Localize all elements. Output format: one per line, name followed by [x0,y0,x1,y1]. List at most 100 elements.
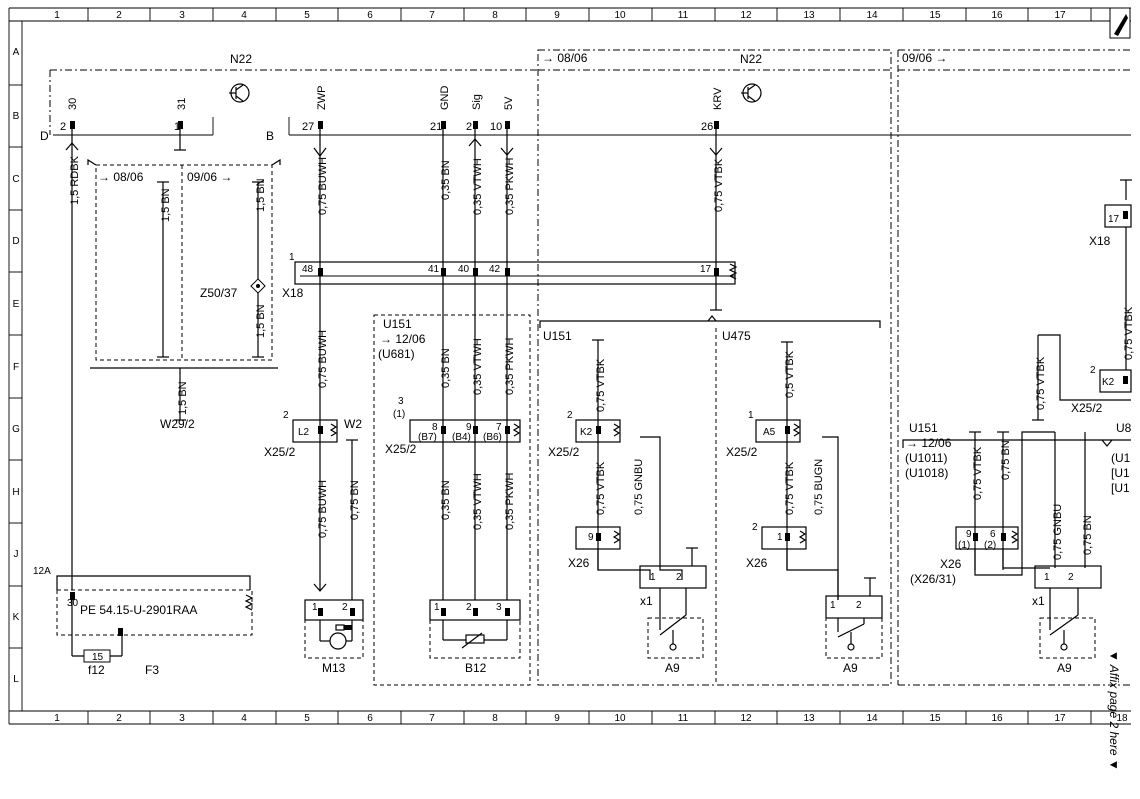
wire-label: 0,5 VTBK [784,350,796,398]
conn-pin: 2 [283,410,289,421]
pin-number: 21 [430,121,442,133]
right-u1b: [U1 [1111,466,1130,480]
w2-ground-label: W2 [344,417,362,431]
variant-0906-top: 09/06 → [902,51,947,65]
pin-label: 30 [67,98,79,110]
x18-pin: 48 [302,264,314,275]
x25-2-label: X25/2 [726,445,758,459]
conn-pin: 9 [588,532,594,543]
ground-w292: W29/2 [160,417,195,431]
col-label: 12 [740,10,752,21]
x18-pin: 1 [289,252,295,263]
module-n22-label: N22 [230,52,252,66]
right-u1011: (U1011) [905,451,947,465]
x1-pin: 1 [650,572,656,583]
pin-number: 1 [174,121,180,133]
pin-label: KRV [712,87,724,110]
pin-label: 31 [176,98,188,110]
b12-sensor [429,599,521,659]
col-label: 4 [241,713,247,724]
wire-label: 0,75 VTBK [784,461,796,515]
pin-label: 5V [503,96,515,110]
fuse-rating: 15 [92,652,104,663]
wire-label: 1,5 BN [255,304,267,338]
col-label: 11 [678,713,689,724]
wire-label: 0,35 PKWH [504,472,516,530]
conn-pin: (B6) [483,432,502,443]
col-label: 2 [116,713,122,724]
u475-section-title: U475 [722,329,751,343]
u151-title: U151 [383,317,412,331]
x1-pin: 1 [830,600,836,611]
x1-pin: 2 [856,600,862,611]
col-label: 14 [866,713,878,724]
col-label: 15 [929,713,941,724]
conn-pin: (1) [958,540,970,551]
x18-pin: 40 [458,264,470,275]
wire-label: 0,75 VTBK [1035,356,1047,410]
wire-label: 0,35 PKWH [504,157,516,215]
col-label: 15 [929,10,941,21]
x18-label: X18 [282,286,304,300]
conn-pin: (B7) [418,432,437,443]
right-u8: U8 [1116,421,1132,435]
wire-label: 0,75 VTBK [713,158,725,212]
conn-pin: 7 [496,422,502,433]
col-label: 16 [991,10,1003,21]
x26-label: X26 [746,556,768,570]
b12-pin: 3 [496,602,502,613]
n22-pin-labels: 30 31 ZWP GND Sig 5V KRV 2 1 27 21 2 10 … [40,86,724,144]
f3-pin: 30 [67,598,79,609]
wire-label: 0,75 BUWH [317,330,329,388]
pin-number: 26 [701,121,713,133]
col-label: 2 [116,10,122,21]
wire-label: 0,75 BUWH [317,157,329,215]
wire-label: 0,75 VTBK [972,446,984,500]
x26-label: X26 [568,556,590,570]
wire-label: 0,35 VTWH [472,338,484,395]
col-label: 6 [367,10,373,21]
variant-0906: 09/06 → [187,170,232,184]
k2-pin-name: K2 [580,427,593,438]
f3-bus-label: 12A [33,566,51,577]
pin-label: ZWP [316,86,328,110]
col-label: 9 [554,10,560,21]
col-label: 1 [54,713,60,724]
col-label: 14 [866,10,878,21]
row-labels: A B C D E F G H J K L [12,47,20,685]
pin-number: 27 [302,121,314,133]
wire-label: 0,75 GNBU [633,459,645,515]
right-u1a: (U1 [1111,451,1131,465]
wire-label: 1,5 BN [255,178,267,212]
variant-0806-top: → 08/06 [542,51,588,65]
wire-label: 0,75 BN [1000,440,1012,480]
col-label: 13 [803,10,815,21]
right-u1018: (U1018) [905,466,948,480]
wire-label: 0,75 VTBK [595,461,607,515]
variant-0806: → 08/06 [98,170,144,184]
col-label: 7 [429,10,435,21]
pin-number: 2 [466,121,472,133]
x25-2-label: X25/2 [385,442,417,456]
u151-code: (U681) [378,347,415,361]
col-label: 10 [614,10,626,21]
m13-pin: 1 [312,602,318,613]
u151-section-title: U151 [543,329,572,343]
col-label: 7 [429,713,435,724]
pin-label: Sig [471,94,483,110]
x18-pin: 41 [428,264,440,275]
m13-label: M13 [322,661,346,675]
col-label: 1 [54,10,60,21]
x1-pin: 2 [676,572,682,583]
x25-2-label: X25/2 [1071,401,1103,415]
u151-arrow: → 12/06 [380,332,426,346]
row-label: K [13,612,20,623]
right-sec-wiring [902,179,1132,659]
x1-label: x1 [1032,594,1045,608]
wire-label: 0,35 BN [440,480,452,520]
module-n22-label-right: N22 [740,52,762,66]
x1-pin: 2 [1068,572,1074,583]
k2-pin-name: K2 [1102,377,1115,388]
conn-pin: (1) [393,409,405,420]
a9-label: A9 [665,661,680,675]
